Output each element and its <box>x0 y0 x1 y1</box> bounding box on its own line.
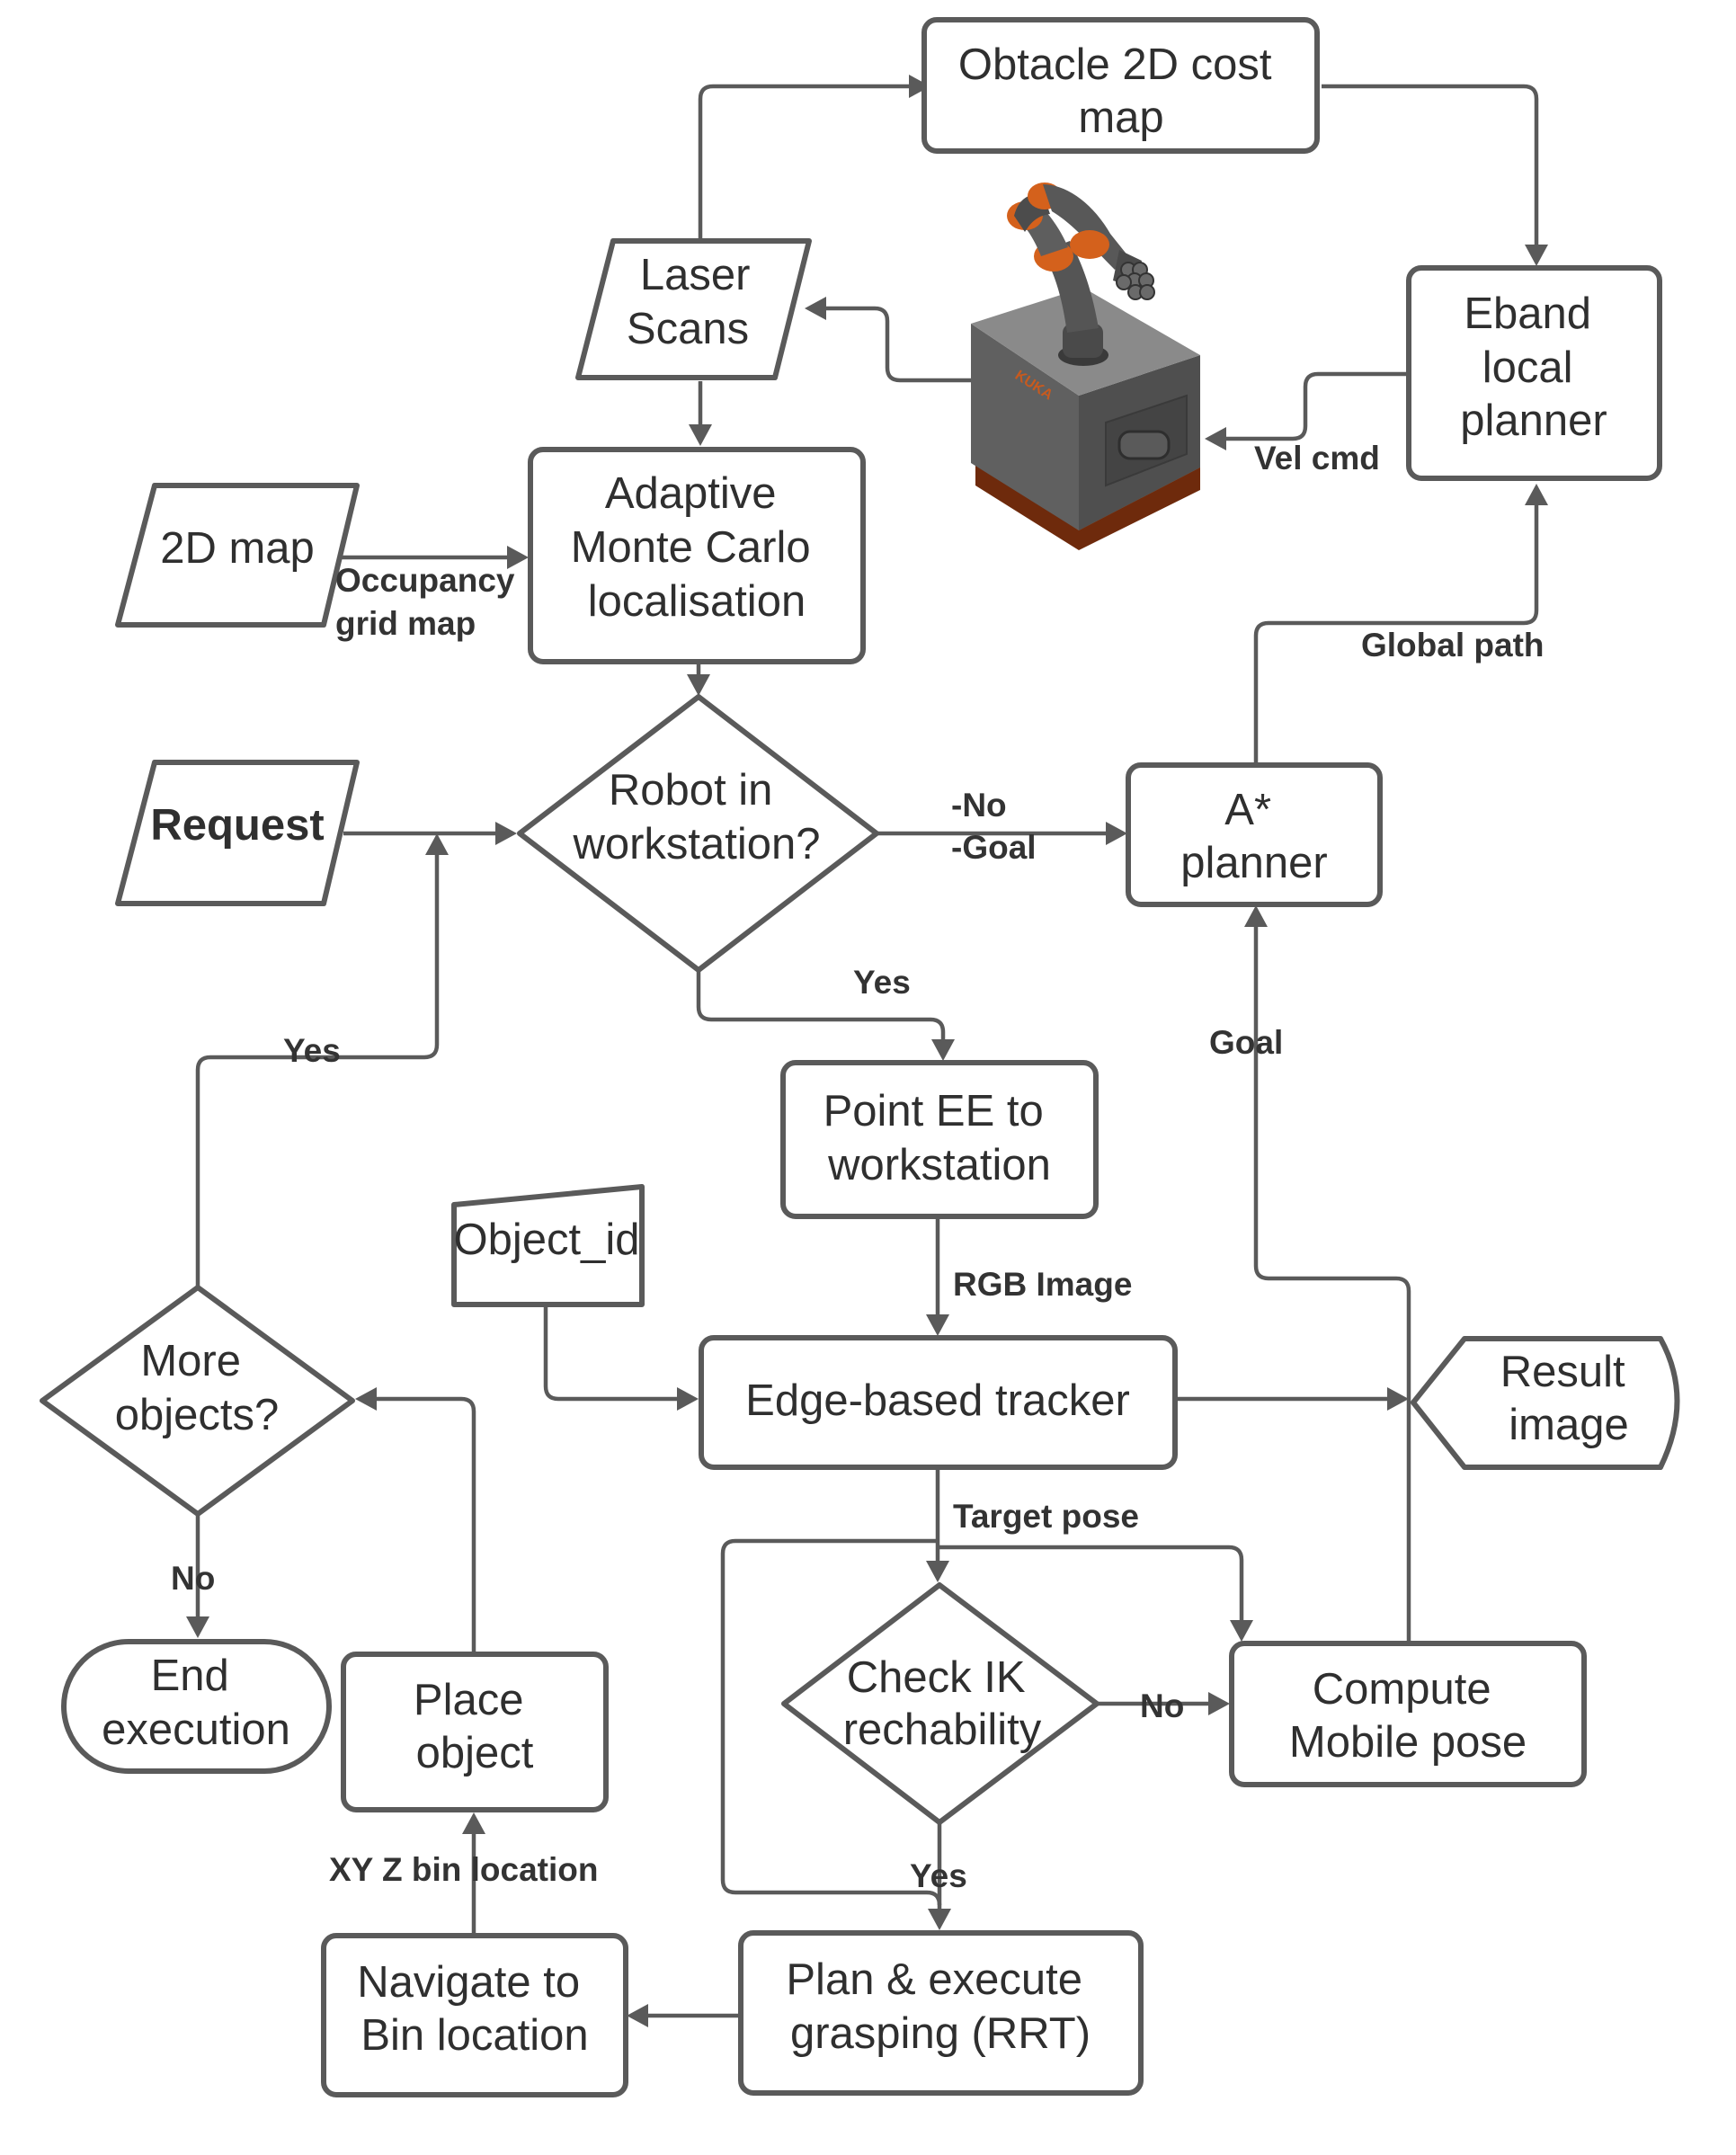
node-object-id: Object_id <box>451 1184 645 1307</box>
end-execution-label: End execution <box>102 1652 290 1754</box>
cost-map-label: Obtacle 2D cost map <box>958 40 1284 142</box>
node-request: Request <box>115 760 360 906</box>
edge-objectid-to-tracker <box>543 1305 688 1402</box>
result-image-label: Result image <box>1500 1348 1638 1449</box>
node-check-ik: Check IK rechability <box>781 1582 1099 1825</box>
compute-pose-label: Compute Mobile pose <box>1289 1665 1527 1767</box>
node-astar-planner: A* planner <box>1126 762 1383 907</box>
eband-label: Eband local planner <box>1460 289 1607 445</box>
edge-labels: Vel cmd Occupancy grid map Global path -… <box>171 440 1545 1894</box>
node-more-objects: More objects? <box>40 1285 355 1517</box>
node-navigate-bin: Navigate to Bin location <box>321 1933 628 2097</box>
edges <box>186 75 1548 2027</box>
tracker-label: Edge-based tracker <box>745 1376 1130 1425</box>
mobile-manipulator-robot-icon: KUKA <box>971 183 1200 550</box>
label-xyz-bin: XY Z bin location <box>329 1851 598 1888</box>
node-plan-grasp: Plan & execute grasping (RRT) <box>738 1930 1144 2096</box>
node-robot-in-workstation: Robot in workstation? <box>517 694 879 973</box>
astar-label: A* planner <box>1180 786 1327 887</box>
edge-compute-to-astar <box>1253 917 1411 1643</box>
label-yes-more: Yes <box>283 1032 341 1069</box>
node-2d-map: 2D map <box>115 483 360 628</box>
node-point-ee: Point EE to workstation <box>780 1060 1099 1219</box>
node-place-object: Place object <box>341 1652 609 1812</box>
check-ik-label: Check IK rechability <box>843 1653 1042 1754</box>
edge-costmap-to-eband <box>1322 84 1539 256</box>
edge-robot-to-laser <box>818 306 972 383</box>
node-end-execution: End execution <box>61 1639 332 1774</box>
edge-decision-to-pointee <box>696 972 946 1050</box>
label-no-ik: No <box>1140 1687 1184 1724</box>
plan-grasp-label: Plan & execute grasping (RRT) <box>786 1955 1094 2058</box>
edge-laser-to-costmap <box>698 84 921 239</box>
label-yes-workstation: Yes <box>853 964 911 1001</box>
edge-eband-to-robot <box>1215 371 1409 441</box>
navigate-bin-label: Navigate to Bin location <box>357 1958 592 2060</box>
label-no-goal: -No -Goal <box>951 787 1037 866</box>
edge-astar-to-eband <box>1253 495 1539 763</box>
edge-loop-to-grasp <box>720 1538 942 1906</box>
node-compute-pose: Compute Mobile pose <box>1229 1641 1587 1787</box>
label-goal: Goal <box>1209 1024 1283 1061</box>
more-objects-label: More objects? <box>115 1337 280 1439</box>
node-cost-map: Obtacle 2D cost map <box>921 17 1320 154</box>
label-vel-cmd: Vel cmd <box>1254 440 1380 476</box>
label-no-more: No <box>171 1560 215 1597</box>
object-id-label: Object_id <box>453 1216 639 1264</box>
edge-place-to-moreobjects <box>367 1396 476 1652</box>
node-edge-tracker: Edge-based tracker <box>699 1335 1178 1470</box>
edge-branch-to-compute <box>938 1545 1244 1630</box>
node-eband-planner: Eband local planner <box>1406 265 1662 481</box>
laser-scans-label: Laser Scans <box>627 251 762 353</box>
label-target-pose: Target pose <box>953 1498 1139 1535</box>
map-2d-label: 2D map <box>160 524 315 573</box>
point-ee-label: Point EE to workstation <box>823 1087 1056 1189</box>
node-result-image: Result image <box>1411 1336 1680 1470</box>
request-label: Request <box>150 801 324 850</box>
edge-moreobjects-yes <box>195 845 440 1286</box>
label-yes-ik: Yes <box>910 1857 967 1894</box>
label-rgb-image: RGB Image <box>953 1266 1132 1303</box>
label-occupancy-grid: Occupancy grid map <box>335 562 524 642</box>
node-laser-scans: Laser Scans <box>575 238 812 380</box>
place-object-label: Place object <box>414 1676 536 1777</box>
amcl-label: Adaptive Monte Carlo localisation <box>571 469 823 626</box>
in-workstation-label: Robot in workstation? <box>572 766 820 868</box>
label-global-path: Global path <box>1361 627 1545 663</box>
node-amcl: Adaptive Monte Carlo localisation <box>528 447 866 664</box>
